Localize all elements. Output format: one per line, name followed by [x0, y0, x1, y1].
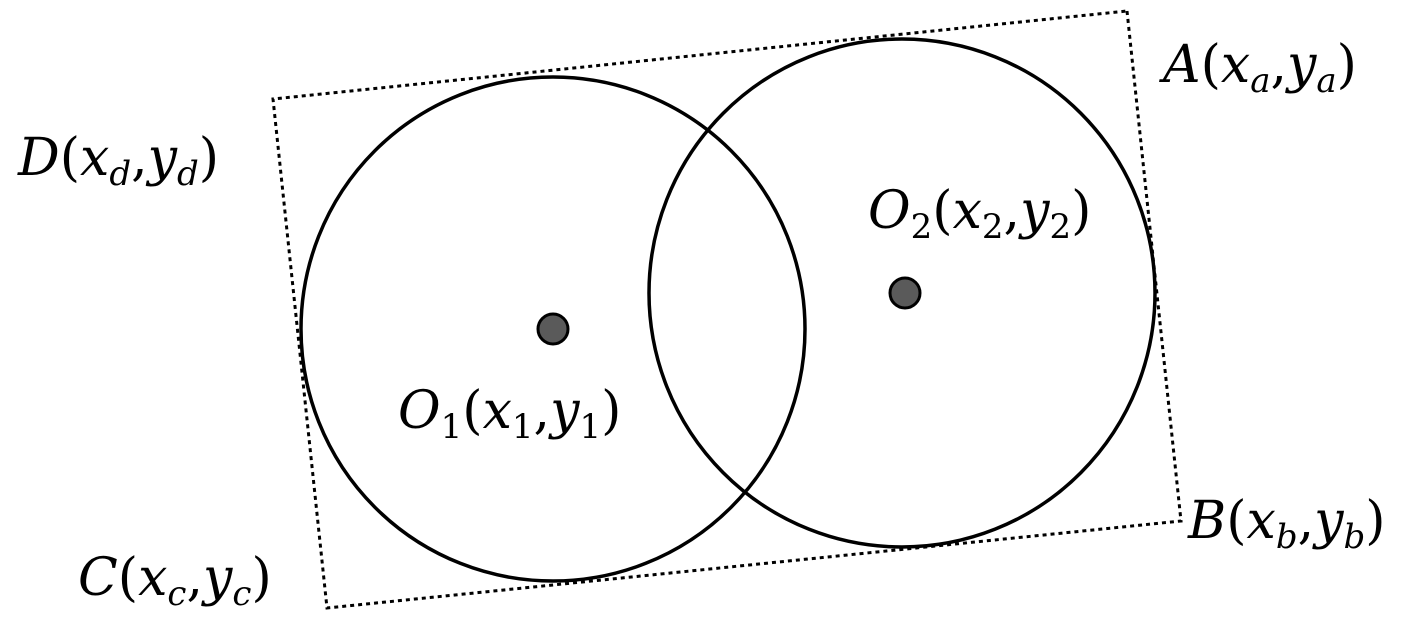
label-a-x: x	[1221, 35, 1250, 95]
label-d-y: y	[146, 128, 178, 188]
label-b: B(xb,yb)	[1187, 491, 1386, 557]
label-c-x: x	[138, 548, 167, 608]
label-b-y-sub: b	[1344, 517, 1366, 557]
label-o2-y-sub: 2	[1049, 207, 1071, 247]
label-b-open: (	[1226, 491, 1246, 551]
label-d-x-sub: d	[109, 154, 131, 194]
label-o1-open: (	[462, 381, 482, 441]
label-o2-open: (	[932, 181, 952, 241]
label-d-open: (	[60, 128, 80, 188]
label-b-x: x	[1247, 491, 1276, 551]
label-o2-x: x	[953, 181, 982, 241]
label-b-x-sub: b	[1276, 517, 1298, 557]
label-a-comma: ,	[1270, 35, 1287, 95]
label-o2-x-sub: 2	[982, 207, 1004, 247]
center-point-o2	[888, 276, 922, 310]
label-b-comma: ,	[1298, 491, 1315, 551]
label-a-close: )	[1337, 35, 1357, 95]
label-o1-x: x	[483, 381, 512, 441]
label-c: C(xc,yc)	[78, 548, 272, 614]
label-b-letter: B	[1187, 491, 1226, 551]
label-a-letter: A	[1159, 35, 1201, 95]
label-o2-close: )	[1071, 181, 1091, 241]
circle-2	[647, 37, 1157, 549]
label-c-open: (	[118, 548, 138, 608]
label-c-y: y	[201, 548, 233, 608]
label-o2-letter-sub: 2	[911, 207, 933, 247]
label-a-y-sub: a	[1316, 61, 1336, 101]
label-a: A(xa,ya)	[1159, 35, 1357, 101]
label-o2-comma: ,	[1004, 181, 1021, 241]
label-o2: O2(x2,y2)	[868, 181, 1091, 247]
center-point-o1	[536, 312, 570, 346]
label-o1-comma: ,	[534, 381, 551, 441]
label-d-comma: ,	[131, 128, 148, 188]
label-c-comma: ,	[186, 548, 203, 608]
label-o1-letter-sub: 1	[441, 407, 463, 447]
label-b-close: )	[1365, 491, 1385, 551]
label-c-letter: C	[78, 548, 118, 608]
label-d: D(xd,yd)	[17, 128, 219, 194]
label-b-y: y	[1312, 491, 1344, 551]
label-c-x-sub: c	[167, 574, 186, 614]
label-o2-letter: O	[868, 181, 911, 241]
circle-1	[299, 75, 807, 583]
label-o1: O1(x1,y1)	[398, 381, 621, 447]
label-o1-y: y	[548, 381, 580, 441]
label-d-y-sub: d	[177, 154, 199, 194]
label-c-close: )	[251, 548, 271, 608]
label-d-letter: D	[17, 128, 60, 188]
label-o1-close: )	[601, 381, 621, 441]
label-a-open: (	[1201, 35, 1221, 95]
label-o1-letter: O	[398, 381, 441, 441]
label-o1-y-sub: 1	[579, 407, 601, 447]
label-a-y: y	[1285, 35, 1317, 95]
label-c-y-sub: c	[232, 574, 251, 614]
label-d-close: )	[199, 128, 219, 188]
label-o2-y: y	[1018, 181, 1050, 241]
label-a-x-sub: a	[1250, 61, 1270, 101]
label-o1-x-sub: 1	[512, 407, 534, 447]
bounding-rectangle	[271, 9, 1183, 610]
label-d-x: x	[80, 128, 109, 188]
